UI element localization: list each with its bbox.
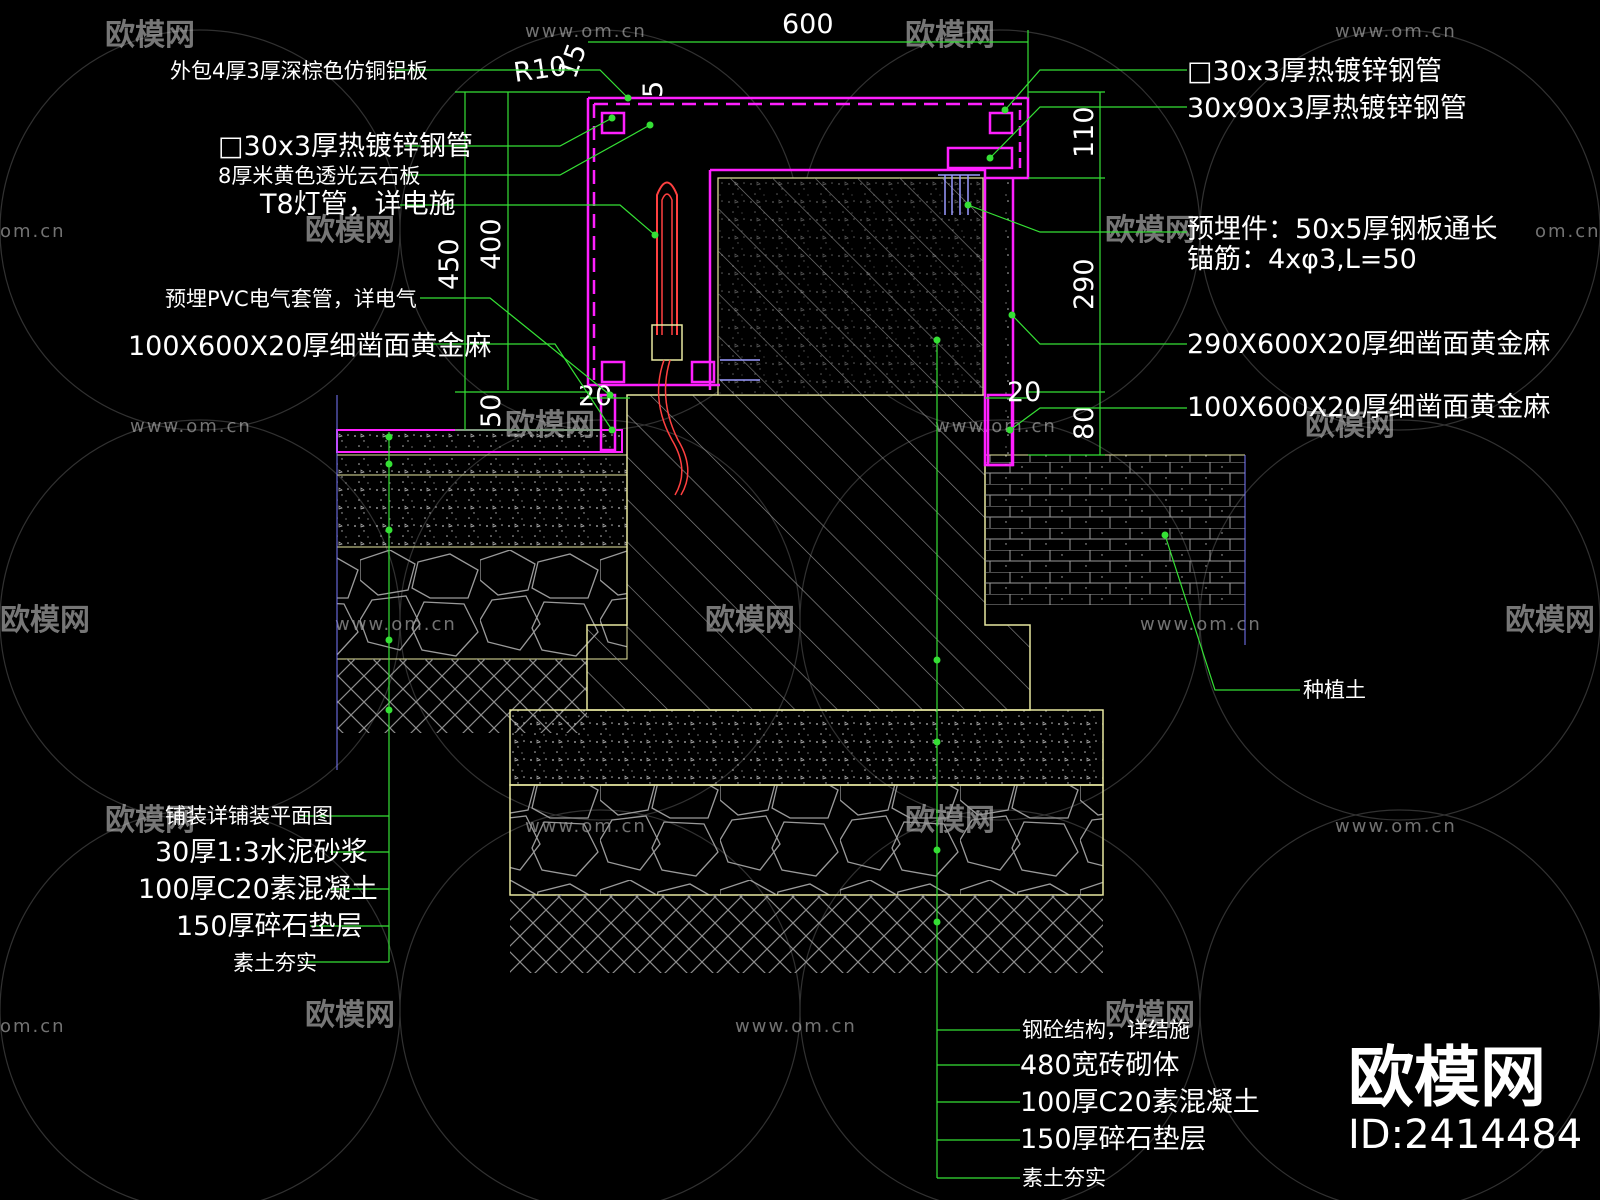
steel-tube-tr	[988, 111, 1014, 135]
watermark-url: www.om.cn	[130, 416, 252, 437]
leader-nodes	[385, 94, 1169, 926]
label-steel-tube-left: □30x3厚热镀锌钢管	[218, 131, 473, 162]
label-gravel-left: 150厚碎石垫层	[176, 911, 363, 942]
left-gravel-layer	[336, 546, 628, 660]
left-paving-stone	[336, 429, 623, 453]
watermark-url: www.om.cn	[525, 21, 647, 42]
dim-400: 400	[476, 218, 507, 270]
structure-layer	[336, 177, 1246, 973]
watermark-brand: 欧模网	[1505, 603, 1595, 638]
watermark-brand: 欧模网	[1305, 408, 1395, 443]
watermark-url: om.cn	[0, 221, 66, 242]
dim-80: 80	[1069, 406, 1100, 440]
left-mortar-layer	[336, 454, 628, 476]
footing-soil	[510, 895, 1103, 973]
steel-tube-bl	[600, 360, 626, 384]
watermark-url: www.om.cn	[1335, 21, 1457, 42]
watermark-brand: 欧模网	[905, 18, 995, 53]
right-annotation-labels: □30x3厚热镀锌钢管 30x90x3厚热镀锌钢管 预埋件：50x5厚钢板通长 …	[1187, 56, 1550, 702]
left-annotation-labels: 外包4厚3厚深棕色仿铜铝板 □30x3厚热镀锌钢管 8厚米黄色透光云石板 T8灯…	[128, 59, 491, 362]
dim-20-left: 20	[578, 381, 612, 412]
dim-110: 110	[1069, 106, 1100, 158]
brand-id: ID:2414484	[1348, 1112, 1582, 1158]
dim-20-right: 20	[1007, 377, 1041, 408]
label-anchor-bars: 锚筋：4xφ3,L=50	[1187, 244, 1417, 275]
label-soil-left: 素土夯实	[233, 951, 317, 975]
right-stone-face	[1005, 178, 1013, 465]
watermark-url: om.cn	[0, 1016, 66, 1037]
concrete-core-dots	[718, 178, 983, 395]
label-concrete-right: 100厚C20素混凝土	[1020, 1087, 1260, 1118]
watermark-brand: 欧模网	[0, 603, 90, 638]
watermark-url: www.om.cn	[1335, 816, 1457, 837]
label-soil-right: 素土夯实	[1022, 1166, 1106, 1190]
label-granite-left: 100X600X20厚细凿面黄金麻	[128, 331, 491, 362]
watermark-brand: 欧模网	[1105, 998, 1195, 1033]
label-gravel-right: 150厚碎石垫层	[1020, 1124, 1207, 1155]
watermark-brand: 欧模网	[305, 213, 395, 248]
marble-top	[710, 168, 987, 178]
steel-tube-30x90	[946, 146, 1014, 170]
brand-mark: 欧模网 ID:2414484	[1348, 1039, 1582, 1158]
label-translucent-stone: 8厚米黄色透光云石板	[218, 164, 420, 188]
bottom-right-labels: 钢砼结构，详结施 480宽砖砌体 100厚C20素混凝土 150厚碎石垫层 素土…	[1020, 1018, 1260, 1190]
bottom-left-labels: 铺装详铺装平面图 30厚1:3水泥砂浆 100厚C20素混凝土 150厚碎石垫层…	[138, 804, 378, 975]
footing-gravel	[509, 784, 1104, 896]
label-rc-structure: 钢砼结构，详结施	[1022, 1018, 1190, 1042]
dim-450: 450	[434, 238, 465, 290]
brand-name: 欧模网	[1348, 1039, 1546, 1116]
label-t8-lamp: T8灯管，详电施	[259, 189, 456, 220]
watermark-layer: 欧模网 欧模网 欧模网 欧模网 欧模网 欧模网 欧模网 欧模网 欧模网 欧模网 …	[0, 18, 1600, 1200]
leader-lines	[300, 69, 1300, 1179]
t8-lamp	[651, 181, 689, 496]
label-planting-soil: 种植土	[1303, 678, 1366, 702]
left-concrete-layer	[336, 474, 628, 548]
label-steel-tube-30x90: 30x90x3厚热镀锌钢管	[1187, 93, 1467, 124]
label-granite-290: 290X600X20厚细凿面黄金麻	[1187, 329, 1550, 360]
watermark-brand: 欧模网	[305, 998, 395, 1033]
dimension-lines	[455, 30, 1105, 456]
dim-5: 5	[638, 81, 669, 98]
steel-tube-br	[690, 360, 716, 384]
rc-structure	[586, 394, 1031, 711]
dim-50: 50	[476, 394, 507, 428]
label-concrete-left: 100厚C20素混凝土	[138, 874, 378, 905]
label-mortar: 30厚1:3水泥砂浆	[155, 837, 368, 868]
dim-290: 290	[1069, 258, 1100, 310]
label-pvc-conduit: 预埋PVC电气套管，详电气	[165, 287, 417, 311]
watermark-url: www.om.cn	[1140, 614, 1262, 635]
watermark-brand: 欧模网	[105, 803, 195, 838]
anchor-plate	[720, 174, 980, 381]
watermark-brand: 欧模网	[105, 18, 195, 53]
label-paving-ref: 铺装详铺装平面图	[165, 804, 333, 828]
planting-soil	[985, 455, 1245, 605]
dim-600: 600	[782, 9, 834, 40]
label-brick-wall: 480宽砖砌体	[1020, 1050, 1180, 1081]
label-cladding: 外包4厚3厚深棕色仿铜铝板	[170, 59, 428, 83]
label-embedded-plate: 预埋件：50x5厚钢板通长	[1187, 214, 1498, 245]
watermark-url: om.cn	[1535, 221, 1600, 242]
cladding-left	[586, 98, 720, 387]
label-granite-100: 100X600X20厚细凿面黄金麻	[1187, 392, 1550, 423]
watermark-url: www.om.cn	[735, 1016, 857, 1037]
footing-concrete	[509, 709, 1104, 786]
watermark-brand: 欧模网	[1105, 213, 1195, 248]
label-steel-tube-right: □30x3厚热镀锌钢管	[1187, 56, 1442, 87]
